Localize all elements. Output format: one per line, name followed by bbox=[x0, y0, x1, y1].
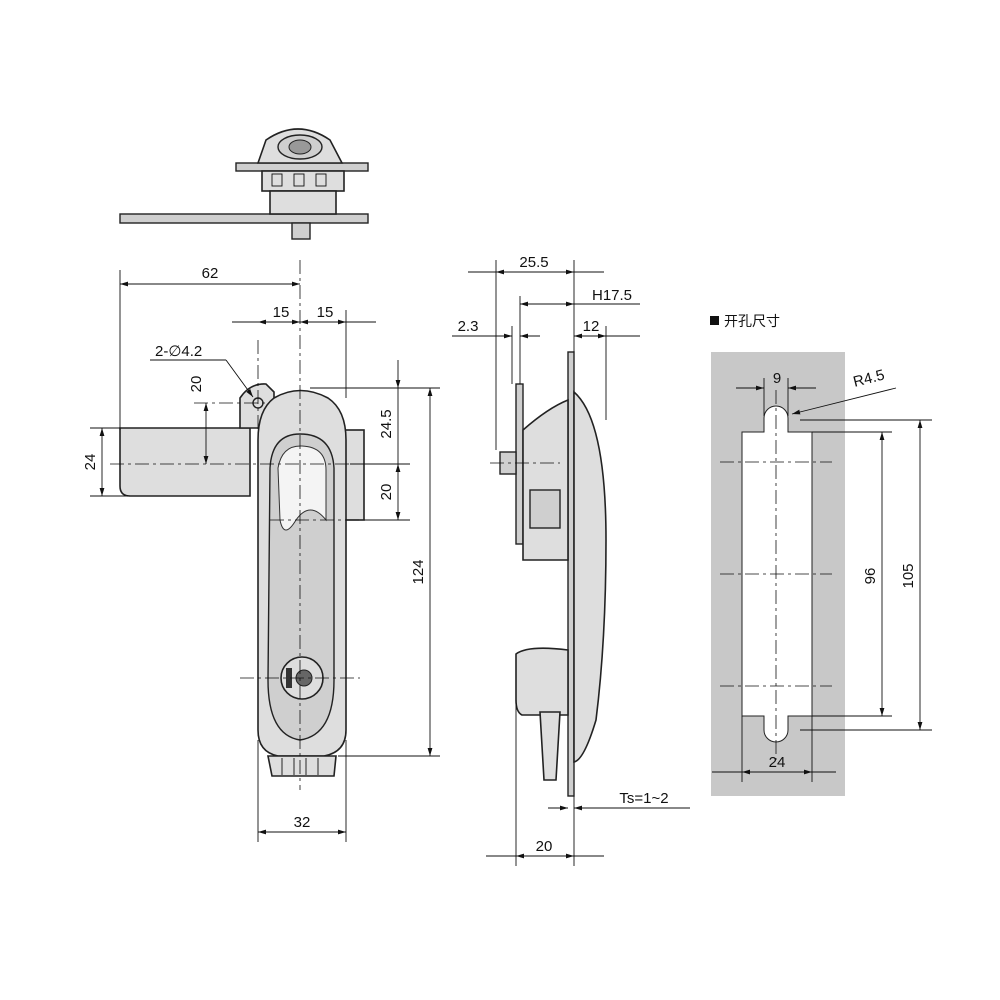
dimR-leader bbox=[791, 387, 897, 415]
dimR-text: R4.5 bbox=[851, 367, 886, 391]
dim15-left-text: 15 bbox=[273, 304, 290, 321]
dim15-right-text: 15 bbox=[317, 304, 334, 321]
dim32-text: 32 bbox=[294, 814, 311, 831]
hole-callout-text: 2-∅4.2 bbox=[155, 343, 202, 360]
dim9-text: 9 bbox=[773, 370, 781, 387]
dim124-text: 124 bbox=[410, 559, 427, 584]
side-view: 25.5 H17.5 2.3 12 Ts=1~2 20 bbox=[452, 254, 690, 866]
side-handle-profile bbox=[573, 390, 607, 763]
side-housing-lower bbox=[515, 647, 569, 716]
dim96-text: 96 bbox=[862, 568, 879, 585]
side-panel bbox=[567, 351, 575, 797]
cutout-view: 开孔尺寸 9 R4.5 96 105 24 bbox=[710, 314, 932, 796]
dim20-mid-text: 20 bbox=[378, 484, 395, 501]
dim24c-text: 24 bbox=[769, 754, 786, 771]
dim25-5-text: 25.5 bbox=[519, 254, 548, 271]
hole-callout-leader bbox=[225, 359, 254, 398]
dimH-text: H17.5 bbox=[592, 287, 632, 304]
cutout-title: 开孔尺寸 bbox=[724, 314, 780, 330]
dim24-5-text: 24.5 bbox=[378, 409, 395, 438]
side-cam bbox=[529, 489, 561, 529]
top-view bbox=[119, 128, 369, 240]
front-view: 62 15 15 2-∅4.2 20 24 24.5 20 1 bbox=[82, 260, 440, 842]
top-view-slot-2 bbox=[293, 173, 305, 187]
side-mount-plate bbox=[515, 383, 524, 545]
top-view-body bbox=[269, 190, 337, 215]
front-grip bbox=[267, 755, 337, 777]
dim20-side-text: 20 bbox=[536, 838, 553, 855]
dim20-hole-text: 20 bbox=[188, 376, 205, 393]
dimTs-text: Ts=1~2 bbox=[619, 790, 668, 807]
dim62-text: 62 bbox=[202, 265, 219, 282]
front-lock-label bbox=[286, 668, 292, 688]
dim2-3-text: 2.3 bbox=[458, 318, 479, 335]
top-view-flange bbox=[235, 162, 369, 172]
side-latch bbox=[539, 711, 561, 781]
top-view-keyhole bbox=[288, 139, 312, 155]
dim12-text: 12 bbox=[583, 318, 600, 335]
top-view-plate bbox=[119, 213, 369, 224]
top-view-slot-3 bbox=[315, 173, 327, 187]
cutout-title-square bbox=[710, 316, 719, 325]
side-housing-upper bbox=[522, 398, 569, 561]
dim24-text: 24 bbox=[82, 454, 99, 471]
front-plate bbox=[119, 427, 251, 497]
top-view-slot-1 bbox=[271, 173, 283, 187]
dim105-text: 105 bbox=[900, 563, 917, 588]
top-view-nut bbox=[291, 222, 311, 240]
